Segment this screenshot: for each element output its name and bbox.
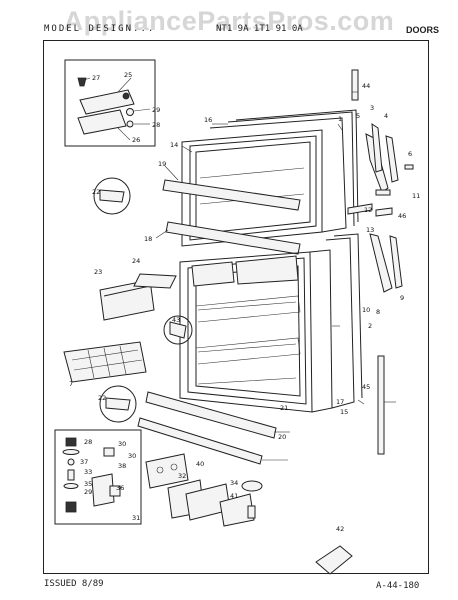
hinge-parts: [347, 69, 414, 455]
callout-19: 19: [158, 160, 166, 168]
callout-32: 32: [178, 472, 186, 480]
callout-38: 38: [118, 462, 126, 470]
callout-30b: 30: [128, 452, 136, 460]
fresh-food-door: [179, 233, 363, 413]
callout-labels: 1 2 3 4 5 6 7 8 9 10 11 12 13 14 15 16 1…: [69, 71, 420, 533]
callout-46: 46: [398, 212, 406, 220]
callout-30a: 30: [118, 440, 126, 448]
callout-9: 9: [400, 294, 404, 302]
callout-43: 43: [172, 316, 180, 324]
issued-date: ISSUED 8/89: [44, 579, 104, 589]
callout-6: 6: [408, 150, 412, 158]
watermark: AppliancePartsPros.com: [63, 6, 395, 36]
callout-5: 5: [356, 112, 360, 120]
callout-20: 20: [278, 433, 286, 441]
callout-4: 4: [384, 112, 388, 120]
callout-2: 2: [368, 322, 372, 330]
callout-31: 31: [132, 514, 140, 522]
callout-17: 17: [336, 398, 344, 406]
callout-40: 40: [196, 460, 204, 468]
callout-26: 26: [132, 136, 140, 144]
callout-27: 27: [92, 74, 100, 82]
callout-33: 33: [84, 468, 92, 476]
callout-37: 37: [80, 458, 88, 466]
section-title: DOORS: [406, 25, 440, 35]
callout-10: 10: [362, 306, 370, 314]
top-hinge-detail: [64, 59, 156, 147]
freezer-door: [181, 109, 359, 247]
callout-29a: 29: [152, 106, 160, 114]
callout-7: 7: [69, 380, 73, 388]
model-number: NT1 9A 1T1 91 0A: [216, 24, 303, 34]
callout-44: 44: [362, 82, 370, 90]
callout-23: 23: [94, 268, 102, 276]
egg-tray: [63, 341, 147, 383]
callout-29b: 29: [84, 488, 92, 496]
callout-22b: 22: [98, 394, 106, 402]
callout-42: 42: [336, 525, 344, 533]
callout-8: 8: [376, 308, 380, 316]
door-shelf-bars: [137, 391, 277, 465]
drawing-number: A-44-180: [376, 581, 420, 591]
callout-41: 41: [230, 492, 238, 500]
diagram-frame: [43, 40, 429, 574]
callout-28b: 28: [84, 438, 92, 446]
callout-12: 12: [364, 206, 372, 214]
bottom-hinge-detail: [54, 429, 142, 525]
callout-22a: 22: [92, 188, 100, 196]
detail-magnifiers: [93, 177, 193, 423]
callout-16: 16: [204, 116, 212, 124]
callout-28a: 28: [152, 121, 160, 129]
leader-lines: [83, 77, 396, 461]
butter-compartment: [99, 273, 177, 321]
callout-24: 24: [132, 257, 140, 265]
callout-45: 45: [362, 383, 370, 391]
lower-hinge-brackets: [145, 453, 353, 575]
callout-25: 25: [124, 71, 132, 79]
callout-15: 15: [340, 408, 348, 416]
callout-13: 13: [366, 226, 374, 234]
callout-36: 36: [116, 484, 124, 492]
callout-35: 35: [84, 480, 92, 488]
callout-1: 1: [338, 115, 342, 123]
model-design-label: MODEL DESIGN...: [44, 24, 156, 34]
callout-18: 18: [144, 235, 152, 243]
callout-14: 14: [170, 141, 178, 149]
callout-34: 34: [230, 479, 238, 487]
callout-11: 11: [412, 192, 420, 200]
callout-3: 3: [370, 104, 374, 112]
freezer-shelf: [162, 179, 301, 255]
callout-21: 21: [280, 404, 288, 412]
